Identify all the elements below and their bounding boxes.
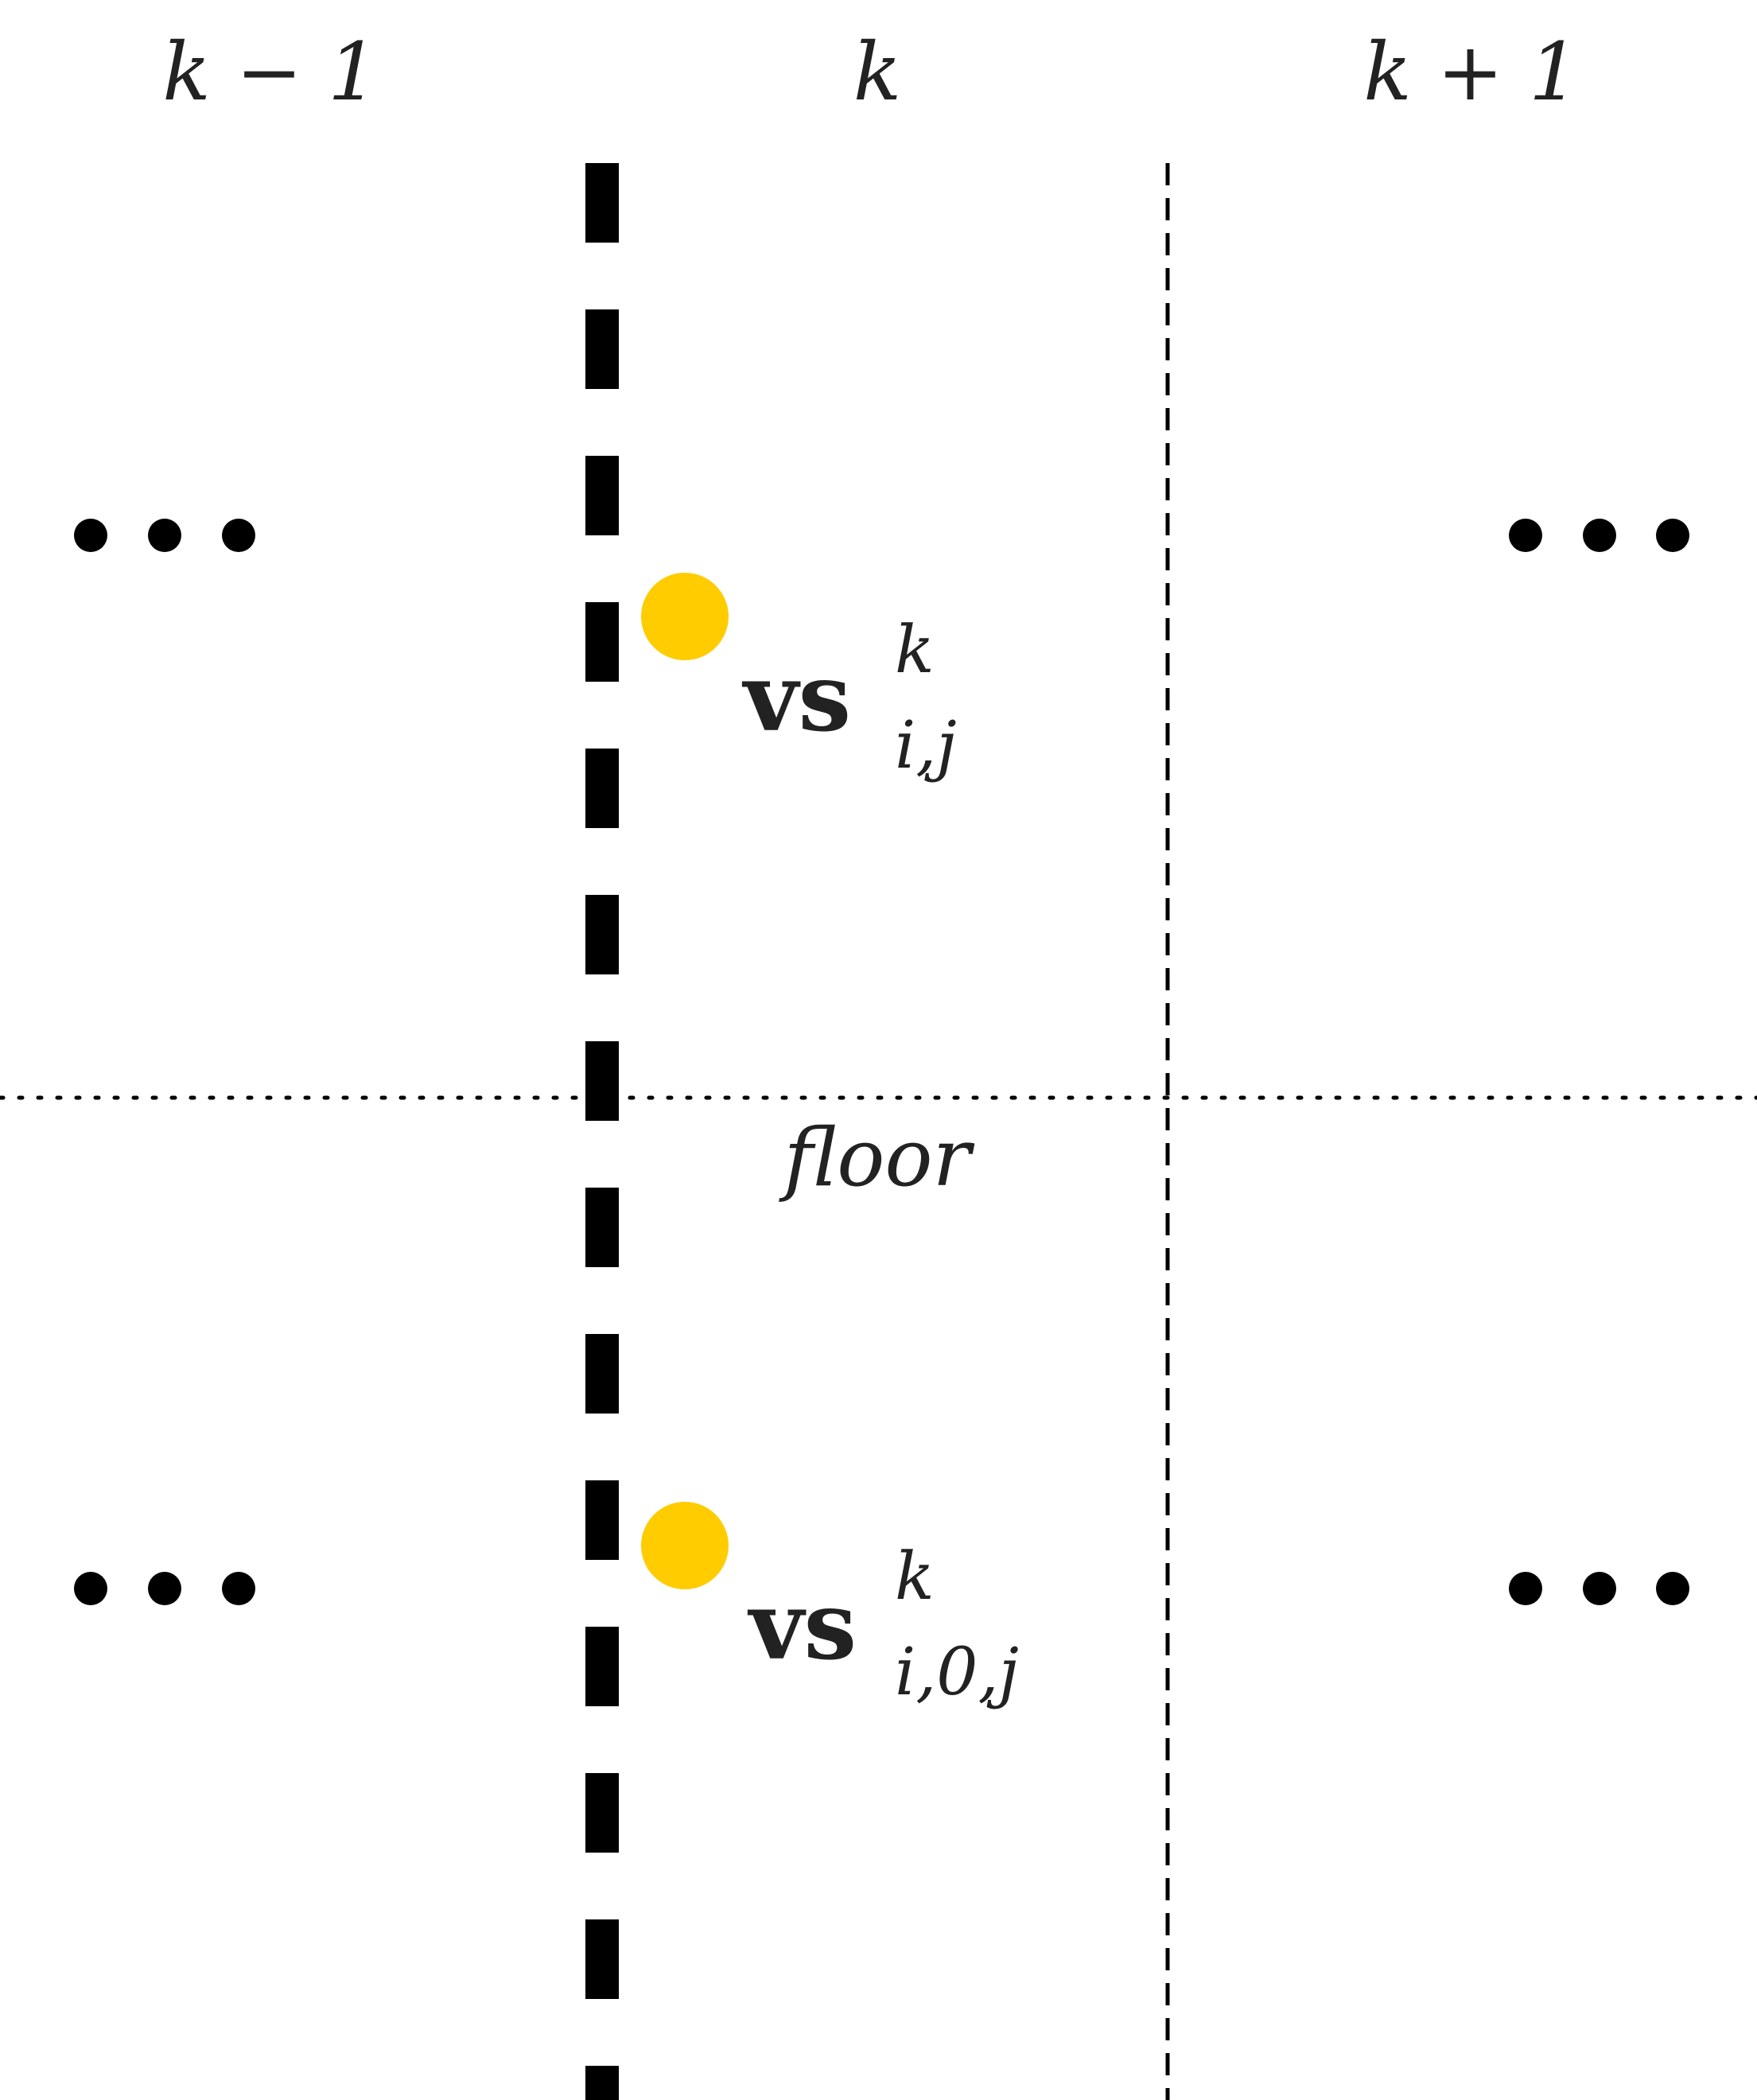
point-vs-i-j: [641, 573, 729, 660]
floor-label: floor: [779, 1111, 975, 1204]
ellipsis-bottom-right: [1509, 1572, 1689, 1605]
ellipsis-top-left: [74, 519, 255, 552]
column-label-center: k: [853, 25, 902, 119]
point-label-vs-i-0-j-sub: i,0,j: [895, 1635, 1019, 1710]
point-label-vs-i-j: vs k i,j: [741, 612, 957, 784]
point-label-vs-i-0-j-main: vs: [747, 1570, 857, 1681]
point-label-vs-i-j-sub: i,j: [895, 708, 957, 784]
column-label-left: k − 1: [162, 25, 379, 119]
ellipsis-bottom-left: [74, 1572, 255, 1605]
point-label-vs-i-j-main: vs: [741, 642, 851, 752]
point-label-vs-i-j-sup: k: [895, 612, 935, 688]
ellipsis-top-right: [1509, 519, 1689, 552]
point-vs-i-0-j: [641, 1502, 729, 1589]
point-label-vs-i-0-j-sup: k: [895, 1539, 935, 1615]
column-label-right: k + 1: [1363, 25, 1580, 119]
point-label-vs-i-0-j: vs k i,0,j: [747, 1539, 1019, 1710]
